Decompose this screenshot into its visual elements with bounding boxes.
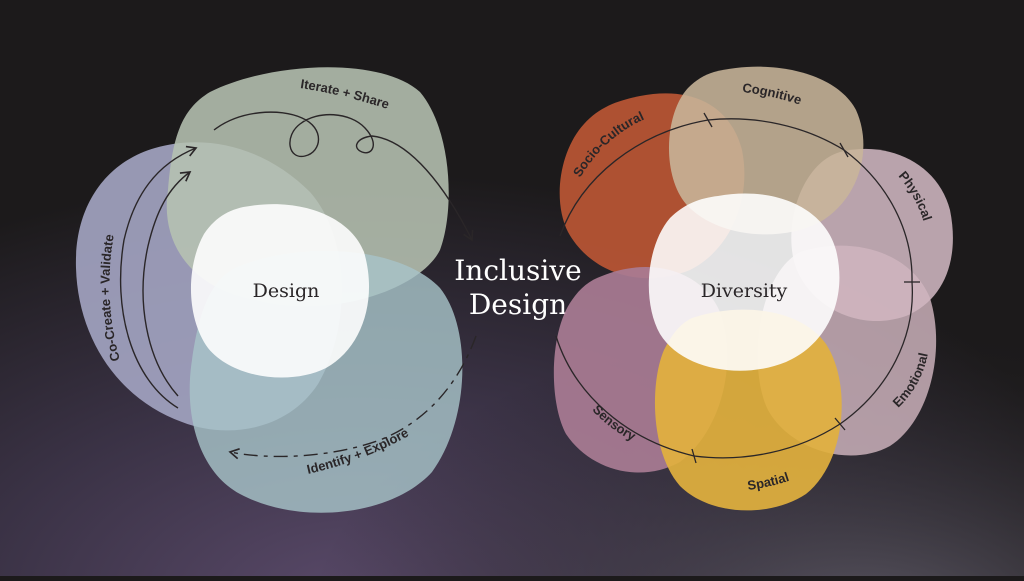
diversity-center-label: Diversity — [701, 280, 788, 302]
ring-arc-physical — [843, 149, 913, 283]
design-center-label: Design — [253, 280, 320, 302]
design-core-blob — [190, 204, 370, 378]
ring-arc-sensory — [555, 335, 695, 457]
diversity-ring — [555, 112, 920, 464]
cocreate-arrow-inner — [142, 171, 192, 397]
cocreate-arrow-outer — [119, 145, 198, 409]
diversity-wheel: Diversity Socio-Cultural Cognitive Physi… — [553, 66, 953, 511]
ring-arc-socio — [559, 119, 709, 237]
ring-arc-cognitive — [707, 118, 845, 151]
cognitive-blob — [668, 66, 864, 235]
title-line-2: Design — [469, 288, 567, 321]
identify-dashed-arrow — [228, 335, 477, 460]
ring-arc-emotional — [839, 281, 913, 425]
diversity-core-blob — [648, 193, 840, 371]
design-cycle: Design Iterate + Share Co-Create + Valid… — [75, 67, 477, 513]
title-group: Inclusive Design — [454, 254, 581, 321]
iterate-loop-arrow — [213, 111, 474, 242]
ring-arc-spatial — [693, 423, 841, 459]
title-line-1: Inclusive — [454, 254, 581, 287]
